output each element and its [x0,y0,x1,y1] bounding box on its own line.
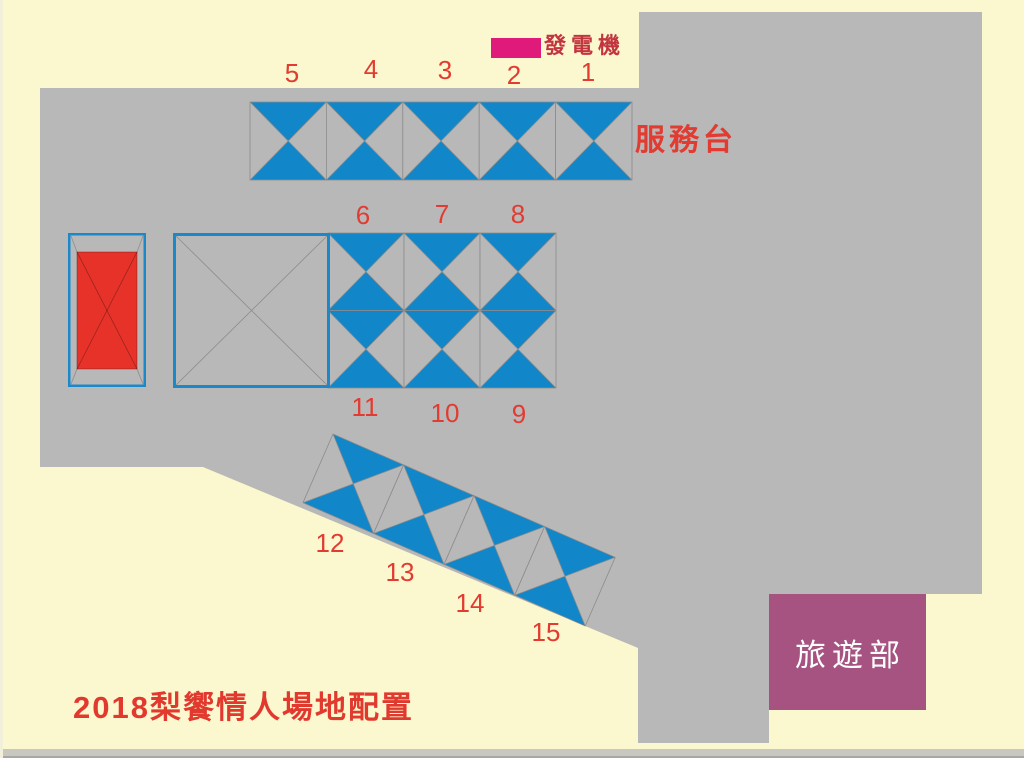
tourism-dept-building: 旅遊部 [769,594,926,710]
large-tent-square [173,233,330,388]
booth-number-6: 6 [355,200,371,230]
booth-number-13: 13 [385,557,415,587]
booth-number-9: 9 [511,399,527,429]
booth-number-11: 11 [351,392,379,422]
service-desk-label: 服務台 [635,124,737,157]
generator-marker [491,38,541,58]
page-bottom-edge [3,749,1024,758]
booth-number-3: 3 [437,55,453,85]
booth-number-12: 12 [315,528,345,558]
booth-number-1: 1 [580,57,596,87]
generator-label: 發電機 [544,33,626,59]
booth-number-5: 5 [284,58,300,88]
booth-number-8: 8 [510,199,526,229]
booth-row-diagonal-svg [302,433,616,627]
booth-number-2: 2 [506,60,522,90]
tourism-dept-label: 旅遊部 [795,637,906,673]
booth-number-10: 10 [430,398,460,428]
booth-row-diagonal [302,433,616,627]
booth-row-top [249,101,633,181]
booth-grid-middle [327,232,557,389]
booth-number-7: 7 [434,199,450,229]
page-title: 2018梨饗情人場地配置 [73,690,414,725]
stage-tent-red [68,233,146,387]
booth-number-14: 14 [455,588,485,618]
booth-number-15: 15 [531,617,561,647]
booth-number-4: 4 [363,54,379,84]
